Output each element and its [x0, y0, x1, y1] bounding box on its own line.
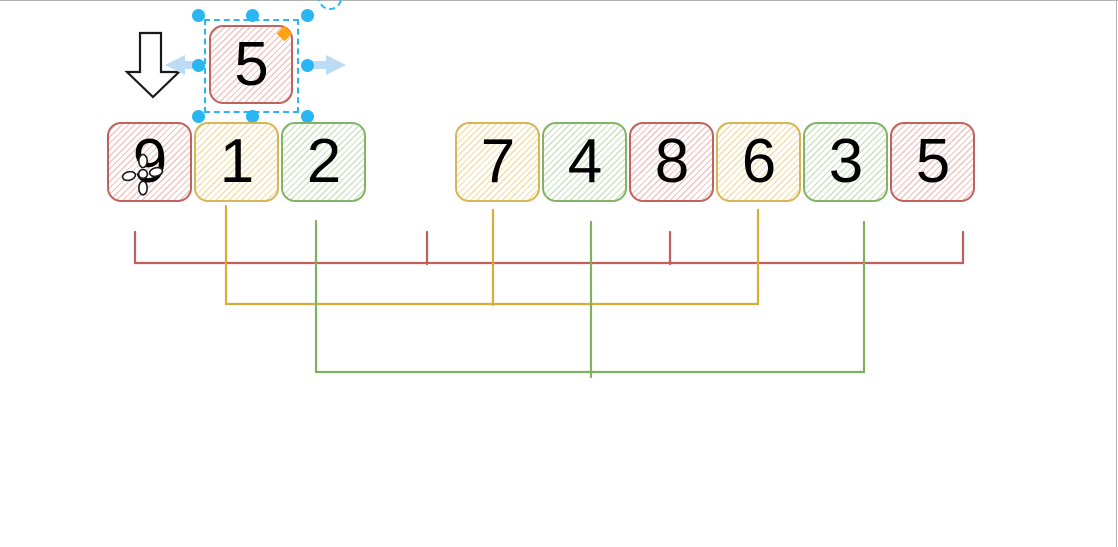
quick-connect-right-arrow-icon[interactable] — [308, 54, 348, 76]
array-cell[interactable]: 7 — [455, 122, 540, 202]
selection-handle-ne[interactable] — [300, 8, 314, 22]
move-cursor-icon — [121, 153, 164, 196]
array-cell-value: 1 — [219, 127, 254, 196]
array-cell[interactable]: 3 — [803, 122, 888, 202]
array-cell[interactable]: 5 — [890, 122, 975, 202]
bracket-green[interactable] — [314, 219, 866, 379]
selection-handle-s[interactable] — [245, 109, 259, 123]
window-right-edge — [1116, 0, 1117, 547]
selected-shape[interactable]: 5 — [209, 25, 293, 104]
selected-shape-value: 5 — [234, 29, 268, 99]
array-cell[interactable]: 6 — [716, 122, 801, 202]
array-cell[interactable]: 8 — [629, 122, 714, 202]
quick-connect-left-arrow-icon[interactable] — [163, 54, 203, 76]
array-cell[interactable]: 1 — [194, 122, 279, 202]
bracket-red[interactable] — [133, 230, 965, 266]
selection-handle-nw[interactable] — [191, 8, 205, 22]
array-cell[interactable]: 9 — [107, 122, 192, 202]
array-cell-value: 2 — [306, 127, 341, 196]
selection-handle-w[interactable] — [191, 58, 205, 72]
window-top-edge — [0, 0, 1118, 1]
array-cell[interactable]: 4 — [542, 122, 627, 202]
selection-handle-se[interactable] — [300, 109, 314, 123]
array-cell-value: 4 — [567, 127, 602, 196]
selection-handle-sw[interactable] — [191, 109, 205, 123]
array-cell[interactable]: 2 — [281, 122, 366, 202]
array-cell-value: 6 — [741, 127, 776, 196]
array-cell-value: 7 — [480, 127, 515, 196]
selection-handle-e[interactable] — [300, 58, 314, 72]
array-cell-value: 3 — [828, 127, 863, 196]
selection-handle-n[interactable] — [245, 8, 259, 22]
array-cell-value: 8 — [654, 127, 689, 196]
down-arrow-shape[interactable] — [120, 28, 190, 103]
array-cell-value: 5 — [915, 127, 950, 196]
bracket-yellow[interactable] — [224, 204, 760, 307]
